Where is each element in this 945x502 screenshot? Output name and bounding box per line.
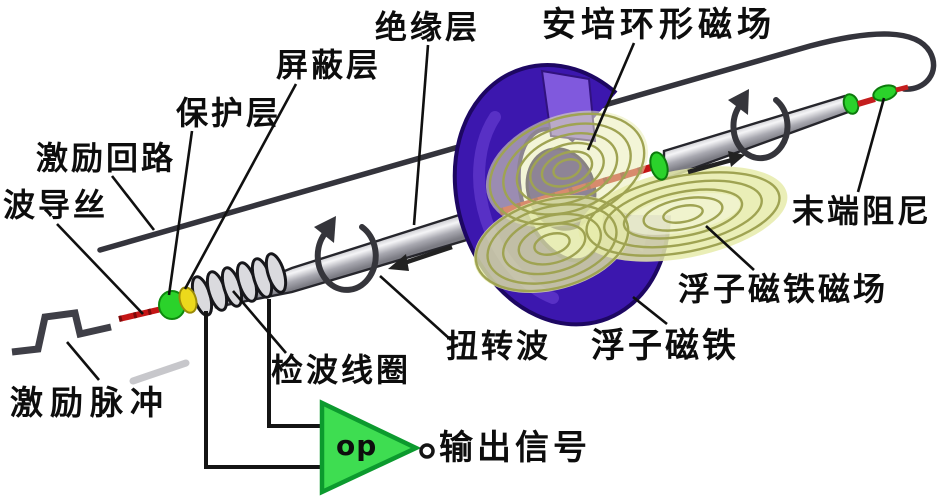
label-excitation-pulse: 激励脉冲 (10, 383, 170, 422)
label-opamp: op (336, 429, 378, 462)
detection-coil-spring (190, 252, 288, 317)
detection-circuit (204, 299, 435, 496)
excitation-pulse-symbol (11, 309, 112, 356)
output-terminal-dot (419, 443, 435, 459)
label-float-magnet-field: 浮子磁铁磁场 (678, 270, 889, 308)
label-shielding-layer: 屏蔽层 (276, 46, 382, 84)
sensor-rod-right (662, 94, 855, 181)
label-waveguide-wire: 波导丝 (3, 186, 109, 224)
excitation-loop-cable (97, 31, 937, 253)
label-excitation-loop: 激励回路 (36, 139, 177, 177)
label-torsion-wave: 扭转波 (446, 327, 552, 365)
torsion-rotation-arrows (314, 89, 791, 293)
label-output-signal: 输出信号 (439, 428, 591, 468)
end-damper-assembly (649, 84, 909, 181)
opamp-triangle (319, 399, 422, 496)
label-ampere-circular-field: 安培环形磁场 (542, 5, 776, 45)
leader-lines (56, 42, 886, 381)
label-protective-layer: 保护层 (176, 94, 282, 132)
magnetic-field-spirals (473, 110, 788, 294)
label-end-damping: 末端阻尼 (792, 192, 933, 230)
tube-remnant (129, 359, 190, 385)
label-float-magnet: 浮子磁铁 (591, 326, 739, 366)
label-detection-coil: 检波线圈 (271, 351, 412, 389)
label-insulation-layer: 绝缘层 (375, 8, 481, 46)
wave-direction-arrows (388, 151, 745, 271)
